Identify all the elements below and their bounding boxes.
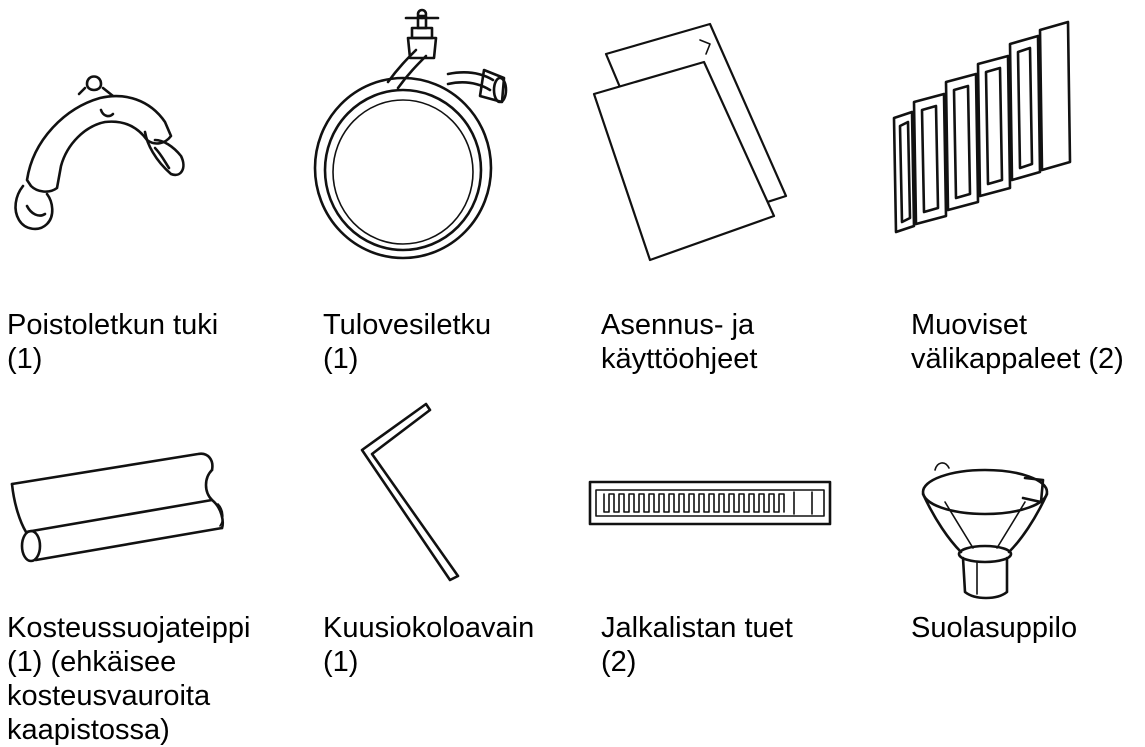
- caption-inlet-hose: Tulovesiletku (1): [323, 309, 492, 375]
- caption-plinth-supports: Jalkalistan tuet (2): [601, 612, 793, 678]
- inlet-hose-icon: [308, 8, 508, 268]
- hex-key-icon: [360, 402, 470, 582]
- caption-hex-key: Kuusiokoloavain (1): [323, 612, 535, 678]
- salt-funnel-icon: [915, 462, 1055, 602]
- caption-drain-hose-support: Poistoletkun tuki (1): [7, 309, 219, 375]
- caption-salt-funnel: Suolasuppilo: [911, 612, 1078, 644]
- caption-plastic-spacers: Muoviset välikappaleet (2): [911, 309, 1124, 375]
- plastic-spacers-icon: [890, 22, 1075, 232]
- caption-manuals: Asennus- ja käyttöohjeet: [601, 309, 758, 375]
- manual-pages-icon: [590, 20, 790, 265]
- caption-moisture-tape: Kosteussuojateippi (1) (ehkäisee kosteus…: [7, 612, 251, 746]
- drain-hose-support-icon: [5, 70, 185, 240]
- plinth-support-icon: [588, 478, 833, 528]
- moisture-tape-roll-icon: [8, 450, 223, 565]
